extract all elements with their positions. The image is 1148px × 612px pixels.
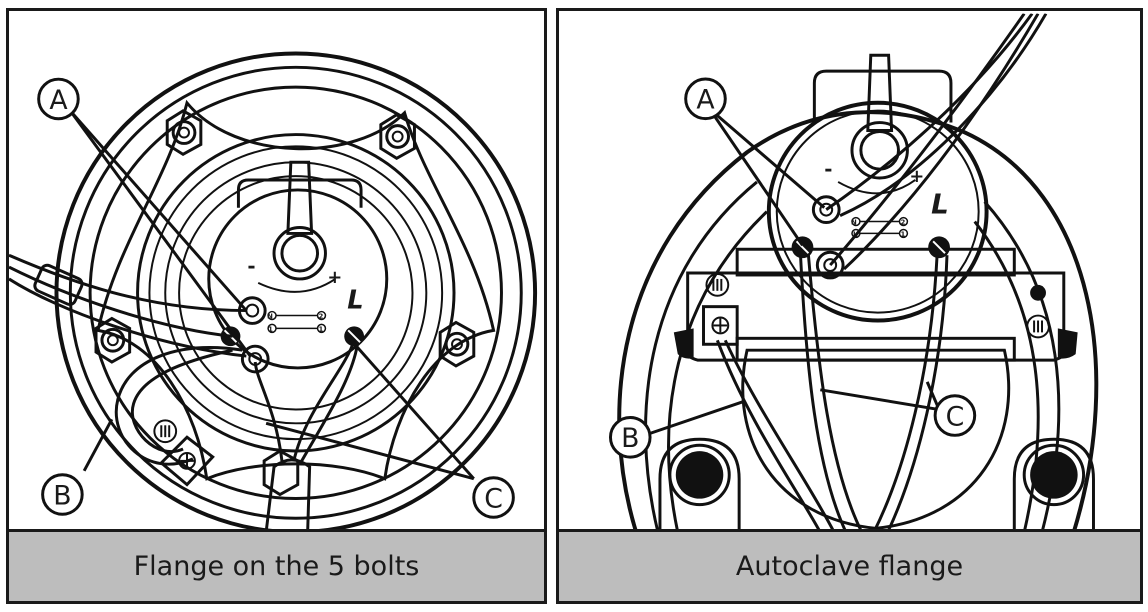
callout-a: A bbox=[684, 77, 727, 121]
terminal-screw-right bbox=[344, 326, 365, 347]
callout-b: B bbox=[41, 473, 84, 516]
panel-autoclave-flange: - + L N L 2 1 bbox=[556, 8, 1143, 604]
caption-bar: Autoclave flange bbox=[559, 529, 1140, 601]
callout-c: C bbox=[933, 394, 977, 437]
caption-flange-5-bolts: Flange on the 5 bolts bbox=[133, 551, 420, 582]
outer-ring bbox=[54, 51, 538, 533]
svg-text:B: B bbox=[53, 480, 71, 511]
terminal-screw-top bbox=[811, 195, 841, 225]
foot-right bbox=[1012, 437, 1095, 533]
flange-5-bolts-illustration: - + L N 1 2 1 bbox=[9, 51, 538, 533]
bolt-top-right bbox=[379, 113, 416, 161]
ground-wire bbox=[114, 346, 243, 466]
autoclave-flange-illustration: - + L N L 2 1 bbox=[608, 13, 1099, 533]
svg-text:C: C bbox=[946, 401, 965, 432]
terminal-label-n: N bbox=[267, 312, 273, 320]
svg-text:C: C bbox=[484, 483, 503, 514]
panel-flange-5-bolts: - + L N 1 2 1 bbox=[6, 8, 547, 604]
plus-mark: + bbox=[327, 267, 342, 288]
callout-b: B bbox=[608, 416, 652, 459]
svg-text:A: A bbox=[49, 85, 68, 116]
thermostat-tab bbox=[286, 160, 314, 235]
terminal-screw-left bbox=[791, 236, 814, 259]
callout-c: C bbox=[472, 476, 515, 519]
leader-lines bbox=[69, 109, 475, 481]
clamp-bar bbox=[673, 247, 1078, 362]
leader-lines bbox=[649, 107, 941, 435]
cable-left bbox=[9, 253, 247, 358]
svg-text:B: B bbox=[621, 423, 639, 454]
bolt-right bbox=[438, 320, 476, 368]
adjust-knob[interactable] bbox=[272, 226, 327, 281]
terminal-label-2: 2 bbox=[900, 219, 905, 227]
terminal-strip: N 1 2 1 bbox=[267, 310, 327, 333]
live-mark: L bbox=[931, 188, 949, 221]
lower-bowl bbox=[741, 348, 1011, 530]
terminal-label-1a: 1 bbox=[268, 325, 273, 333]
bolt-top-left bbox=[165, 109, 203, 157]
adjust-arrow bbox=[257, 278, 336, 293]
terminal-label-n: N bbox=[851, 219, 857, 227]
live-mark: L bbox=[347, 286, 363, 316]
terminal-screw-right bbox=[928, 236, 950, 259]
thermostat-top-bracket bbox=[812, 69, 953, 123]
wires-bottom bbox=[715, 255, 949, 533]
thermostat-body bbox=[207, 188, 389, 370]
caption-autoclave-flange: Autoclave flange bbox=[735, 551, 964, 582]
terminal-label-2: 2 bbox=[319, 312, 324, 320]
terminal-screw-bottom bbox=[815, 250, 845, 280]
minus-mark: - bbox=[824, 158, 832, 181]
terminal-label-1b: 1 bbox=[319, 325, 324, 333]
thermostat-tab bbox=[866, 53, 894, 132]
flange-ring bbox=[88, 85, 503, 500]
caption-bar: Flange on the 5 bolts bbox=[9, 529, 544, 601]
callout-a: A bbox=[37, 77, 80, 121]
minus-mark: - bbox=[247, 255, 255, 278]
terminal-label-1: 1 bbox=[900, 230, 905, 238]
bolt-left bbox=[94, 316, 132, 364]
inner-ring-2 bbox=[148, 145, 444, 441]
foot-left bbox=[658, 437, 741, 533]
cable-bottom bbox=[253, 339, 359, 533]
inner-ring-4 bbox=[178, 175, 414, 411]
svg-text:A: A bbox=[696, 85, 715, 116]
ground-symbol-right bbox=[1026, 314, 1050, 339]
thermostat-body bbox=[766, 100, 989, 323]
thermostat-top-bracket bbox=[236, 178, 363, 208]
cable-top bbox=[825, 13, 1048, 271]
